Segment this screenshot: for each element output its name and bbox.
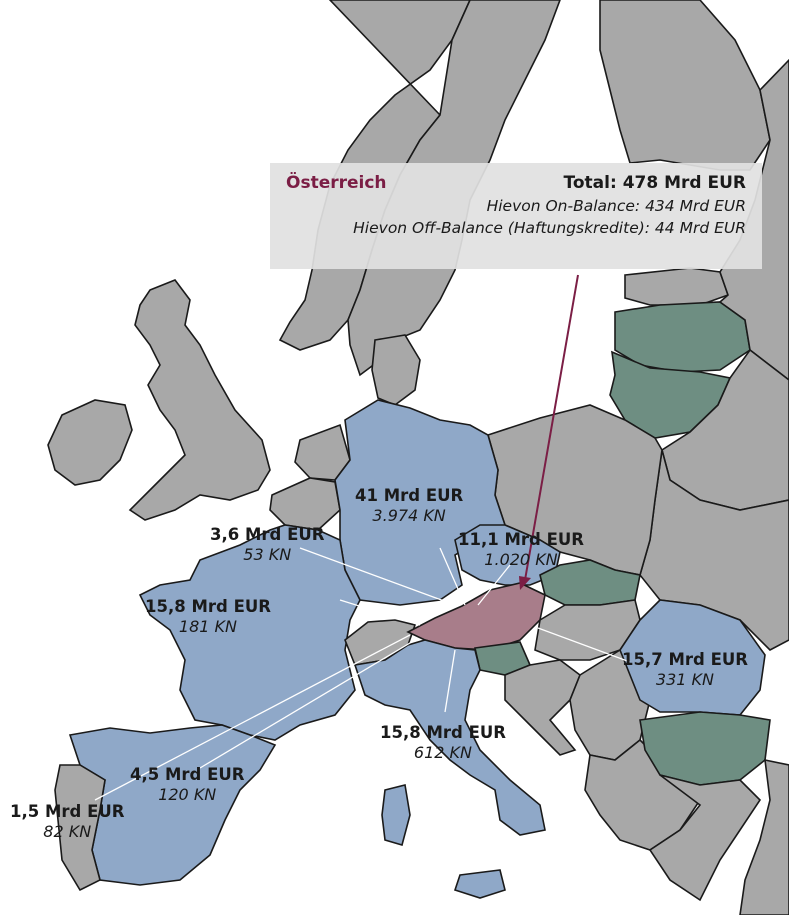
info-on-balance: Hievon On-Balance: 434 Mrd EUR — [486, 197, 746, 215]
label-france-amount: 15,8 Mrd EUR — [145, 597, 271, 616]
arrow-romania — [537, 627, 631, 663]
arrow-info-head — [519, 576, 531, 590]
label-czech-count: 1.020 KN — [484, 549, 558, 569]
label-portugal-amount: 1,5 Mrd EUR — [10, 802, 125, 821]
arrow-portugal — [94, 634, 411, 801]
label-italy-amount: 15,8 Mrd EUR — [380, 723, 506, 742]
label-germany-amount: 41 Mrd EUR — [355, 486, 464, 505]
info-total: Total: 478 Mrd EUR — [563, 173, 746, 193]
label-romania: 15,7 Mrd EUR 331 KN — [622, 650, 748, 689]
label-italy-count: 612 KN — [413, 742, 473, 762]
label-czech-amount: 11,1 Mrd EUR — [458, 530, 584, 549]
arrow-germany — [439, 547, 466, 606]
label-france-count: 181 KN — [178, 616, 238, 636]
info-off-balance: Hievon Off-Balance (Haftungskredite): 44… — [353, 219, 746, 237]
label-portugal-count: 82 KN — [43, 821, 92, 841]
label-belgium-amount: 3,6 Mrd EUR — [210, 525, 325, 544]
label-spain: 4,5 Mrd EUR 120 KN — [130, 765, 244, 804]
country-romania[interactable] — [619, 599, 766, 716]
label-portugal: 1,5 Mrd EUR 82 KN — [10, 802, 124, 841]
label-italy: 15,8 Mrd EUR 612 KN — [380, 723, 506, 762]
country-estonia[interactable] — [624, 267, 730, 306]
label-germany: 41 Mrd EUR 3.974 KN — [355, 486, 463, 525]
country-france[interactable] — [138, 524, 361, 741]
label-romania-amount: 15,7 Mrd EUR — [622, 650, 748, 669]
country-croatia[interactable] — [504, 659, 581, 756]
country-sicily[interactable] — [453, 869, 506, 899]
label-spain-amount: 4,5 Mrd EUR — [130, 765, 245, 784]
country-portugal[interactable] — [54, 764, 106, 892]
country-belgium[interactable] — [269, 477, 341, 531]
arrow-belgium — [299, 547, 456, 606]
label-germany-count: 3.974 KN — [372, 505, 446, 525]
arrow-info-pointer — [524, 274, 579, 581]
arrow-czech — [477, 564, 511, 606]
country-sardinia[interactable] — [381, 784, 411, 846]
label-romania-count: 331 KN — [655, 669, 715, 689]
arrow-spain — [199, 639, 416, 769]
country-slovakia[interactable] — [539, 559, 641, 606]
label-spain-count: 120 KN — [158, 784, 217, 804]
country-turkey[interactable] — [739, 758, 789, 915]
label-france: 15,8 Mrd EUR 181 KN — [145, 597, 271, 636]
info-box: Österreich Total: 478 Mrd EUR Hievon On-… — [270, 163, 762, 269]
country-greece[interactable] — [648, 774, 762, 902]
arrow-italy — [444, 649, 456, 713]
arrow-france — [339, 599, 421, 626]
country-great-britain[interactable] — [128, 279, 271, 521]
country-italy[interactable] — [353, 639, 546, 836]
country-germany[interactable] — [334, 399, 506, 606]
country-bulgaria[interactable] — [639, 711, 771, 786]
info-country: Österreich — [286, 173, 387, 193]
label-czech: 11,1 Mrd EUR 1.020 KN — [458, 530, 584, 569]
country-finland[interactable] — [599, 0, 771, 171]
country-latvia[interactable] — [614, 301, 751, 373]
label-belgium: 3,6 Mrd EUR 53 KN — [210, 525, 324, 564]
label-belgium-count: 53 KN — [243, 544, 292, 564]
country-denmark[interactable] — [371, 334, 421, 406]
country-ireland[interactable] — [47, 399, 133, 486]
